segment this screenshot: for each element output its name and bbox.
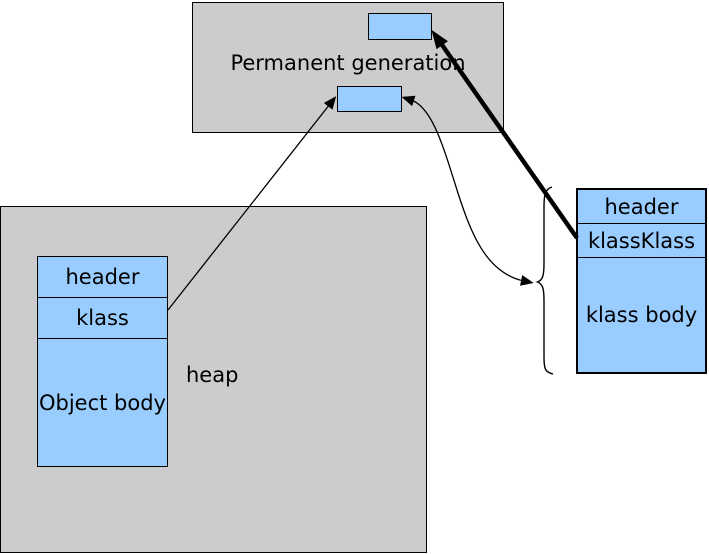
heap-label: heap bbox=[186, 363, 239, 387]
klass-structure: header klassKlass klass body bbox=[576, 188, 707, 374]
object-klass-cell: klass bbox=[38, 297, 167, 338]
object-header-cell: header bbox=[65, 265, 140, 289]
edge-curve-to-brace-arrow bbox=[456, 189, 534, 286]
klass-header-cell: header bbox=[604, 194, 679, 219]
permgen-klass-pointer-box bbox=[337, 86, 402, 112]
object-body-cell: Object body bbox=[38, 338, 167, 466]
klass-structure-brace bbox=[535, 186, 554, 375]
permgen-klassklass-pointer-box bbox=[368, 13, 432, 40]
klass-klassklass-cell: klassKlass bbox=[578, 223, 705, 257]
permanent-generation-label: Permanent generation bbox=[230, 51, 466, 75]
object-structure: header klass Object body bbox=[37, 256, 168, 467]
klass-body-cell: klass body bbox=[578, 257, 705, 372]
